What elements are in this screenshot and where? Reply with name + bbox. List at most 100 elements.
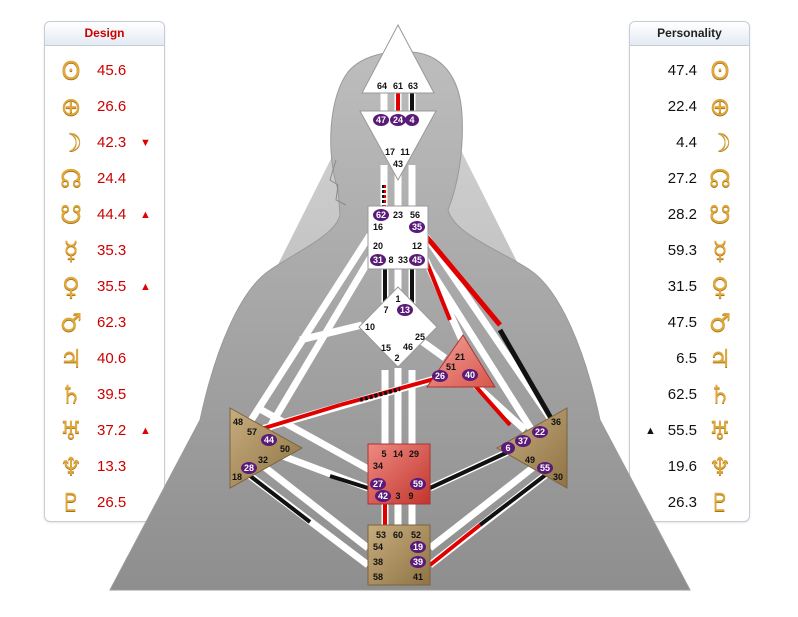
design-value: 42.3 xyxy=(97,134,127,151)
design-row-mars: ♂62.3 xyxy=(45,306,164,340)
earth-icon: ⊕ xyxy=(60,92,82,121)
gate-42: 42 xyxy=(378,491,388,501)
personality-value: 47.4 xyxy=(667,62,697,79)
north-node-icon: ☊ xyxy=(59,164,83,193)
uranus-icon: ♅ xyxy=(59,416,83,445)
neptune-icon: ♆ xyxy=(59,452,83,481)
gate-10: 10 xyxy=(365,322,375,332)
gate-18: 18 xyxy=(232,472,242,482)
solar-plexus-center xyxy=(495,407,568,489)
channels xyxy=(242,92,558,568)
venus-icon: ♀ xyxy=(61,272,81,301)
throat-center xyxy=(367,205,429,270)
moon-icon: ☽ xyxy=(708,128,732,157)
mars-icon: ♂ xyxy=(708,308,732,337)
moon-icon: ☽ xyxy=(59,128,83,157)
gate-29: 29 xyxy=(409,449,419,459)
gate-4: 4 xyxy=(409,115,414,125)
personality-row-neptune: ♆19.6 xyxy=(630,450,749,484)
gate-9: 9 xyxy=(408,491,413,501)
design-row-south-node: ☋44.4▲ xyxy=(45,198,164,232)
uranus-icon: ♅ xyxy=(708,416,732,445)
design-row-mercury: ☿35.3 xyxy=(45,234,164,268)
sacral-center xyxy=(367,443,431,505)
saturn-icon: ♄ xyxy=(708,380,732,409)
personality-value: 22.4 xyxy=(667,98,697,115)
ajna-center xyxy=(359,110,437,182)
gate-2: 2 xyxy=(394,353,399,363)
gate-12: 12 xyxy=(412,241,422,251)
gate-13: 13 xyxy=(400,305,410,315)
gate-31: 31 xyxy=(373,255,383,265)
design-value: 37.2 xyxy=(97,422,127,439)
gate-28: 28 xyxy=(244,463,254,473)
gate-44: 44 xyxy=(264,435,274,445)
gate-3: 3 xyxy=(395,491,400,501)
design-row-pluto: ♇ 26.5 xyxy=(45,486,164,520)
gate-61: 61 xyxy=(393,81,403,91)
design-row-neptune: ♆13.3 xyxy=(45,450,164,484)
gate-54: 54 xyxy=(373,542,383,552)
gate-1: 1 xyxy=(395,294,400,304)
gate-34: 34 xyxy=(373,461,383,471)
mercury-icon: ☿ xyxy=(712,236,728,265)
personality-row-jupiter: ♃6.5 xyxy=(630,342,749,376)
personality-value: 55.5 xyxy=(667,422,697,439)
gate-58: 58 xyxy=(373,572,383,582)
design-row-venus: ♀35.5▲ xyxy=(45,270,164,304)
head-center xyxy=(361,23,435,94)
root-center xyxy=(367,524,431,586)
personality-value: 47.5 xyxy=(667,314,697,331)
personality-value: 27.2 xyxy=(667,170,697,187)
jupiter-icon: ♃ xyxy=(708,344,732,373)
gate-8: 8 xyxy=(388,255,393,265)
personality-row-mercury: ☿ 59.3 xyxy=(630,234,749,268)
personality-value: 4.4 xyxy=(676,134,697,151)
pluto-icon: ♇ xyxy=(59,488,83,517)
gate-21: 21 xyxy=(455,352,465,362)
gate-43: 43 xyxy=(393,159,403,169)
personality-value: 59.3 xyxy=(667,242,697,259)
south-node-icon: ☋ xyxy=(59,200,83,229)
gate-52: 52 xyxy=(411,530,421,540)
gate-19: 19 xyxy=(413,542,423,552)
gate-49: 49 xyxy=(525,455,535,465)
personality-row-pluto: ♇26.3 xyxy=(630,486,749,520)
sun-icon: ʘ xyxy=(710,56,730,85)
personality-row-uranus: ♅55.5▲ xyxy=(630,414,749,448)
gate-56: 56 xyxy=(410,210,420,220)
gate-15: 15 xyxy=(381,343,391,353)
design-row-uranus: ♅37.2▲ xyxy=(45,414,164,448)
personality-row-north-node: ☊ 27.2 xyxy=(630,162,749,196)
jupiter-icon: ♃ xyxy=(59,344,83,373)
venus-icon: ♀ xyxy=(710,272,730,301)
personality-value: 31.5 xyxy=(667,278,697,295)
gate-25: 25 xyxy=(415,332,425,342)
gate-59: 59 xyxy=(413,479,423,489)
saturn-icon: ♄ xyxy=(59,380,83,409)
gate-26: 26 xyxy=(435,371,445,381)
design-value: 26.5 xyxy=(97,494,127,511)
gate-14: 14 xyxy=(393,449,403,459)
personality-value: 62.5 xyxy=(667,386,697,403)
personality-row-earth: ⊕22.4 xyxy=(630,90,749,124)
design-value: 26.6 xyxy=(97,98,127,115)
design-value: 62.3 xyxy=(97,314,127,331)
g-center xyxy=(358,286,438,368)
gate-37: 37 xyxy=(518,436,528,446)
gate-48: 48 xyxy=(233,417,243,427)
north-node-icon: ☊ xyxy=(708,164,732,193)
gate-62: 62 xyxy=(376,210,386,220)
gate-39: 39 xyxy=(413,557,423,567)
neptune-icon: ♆ xyxy=(708,452,732,481)
personality-row-south-node: ☋28.2 xyxy=(630,198,749,232)
gate-53: 53 xyxy=(376,530,386,540)
gate-60: 60 xyxy=(393,530,403,540)
gate-23: 23 xyxy=(393,210,403,220)
mercury-icon: ☿ xyxy=(63,236,79,265)
gate-16: 16 xyxy=(373,222,383,232)
background-triangle xyxy=(115,25,682,590)
